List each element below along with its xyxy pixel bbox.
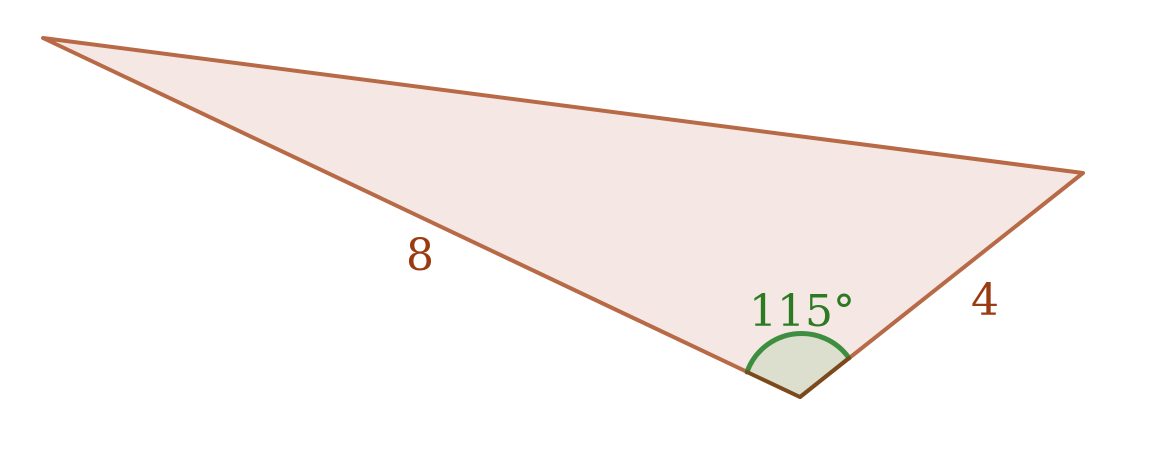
angle-edges: [745, 356, 851, 399]
angle-sector: [747, 333, 849, 397]
side-label-right: 4: [971, 275, 999, 326]
angle-label: 115°: [749, 286, 855, 337]
angle-arc: [744, 330, 852, 375]
side-label-left: 8: [406, 230, 434, 281]
triangle-shape: [41, 36, 1085, 399]
